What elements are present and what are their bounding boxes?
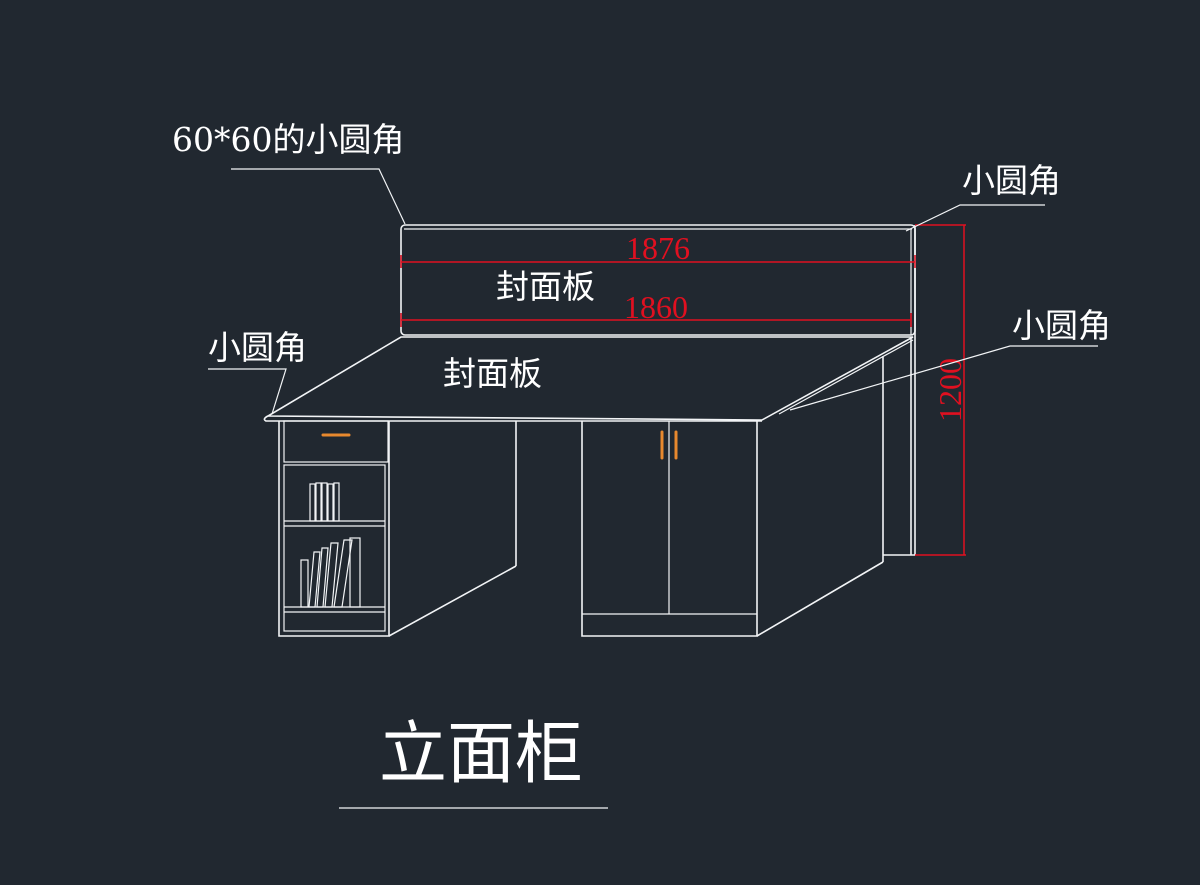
right-cabinet-side-bottom xyxy=(756,561,884,637)
left-cabinet-body xyxy=(278,421,390,637)
dim-1876-label: 1876 xyxy=(626,230,690,266)
dim-1860-label: 1860 xyxy=(624,289,688,325)
callout-leaders xyxy=(208,168,1098,415)
desk-top-surface xyxy=(265,336,914,421)
callout-desk-right-label: 小圆角 xyxy=(1012,306,1111,345)
left-cabinet xyxy=(278,420,517,637)
back-panel xyxy=(400,224,916,556)
right-cabinet-body xyxy=(581,421,758,637)
callout-desk-left-label: 小圆角 xyxy=(208,328,307,367)
drawing-title: 立面柜 xyxy=(379,715,583,794)
right-cabinet xyxy=(581,356,884,637)
desk-top-right-bevel xyxy=(778,339,914,415)
desk-top-label: 封面板 xyxy=(443,354,542,393)
bookshelf-frame xyxy=(283,464,386,632)
leader-top-left xyxy=(231,168,406,225)
leader-desk-right xyxy=(789,345,1098,411)
leader-top-right xyxy=(905,204,1045,232)
books-lower xyxy=(300,537,361,608)
drawer xyxy=(283,420,389,463)
books-upper xyxy=(309,482,340,522)
desk-top xyxy=(263,336,914,422)
left-cabinet-side-bottom xyxy=(388,565,517,637)
callout-top-left-label: 60*60的小圆角 xyxy=(172,120,404,159)
callout-top-right-label: 小圆角 xyxy=(962,161,1061,200)
back-panel-label: 封面板 xyxy=(496,267,595,306)
dimensions: 1876 1860 1200 xyxy=(400,224,968,556)
leader-desk-left xyxy=(208,368,287,415)
desk-top-front-edge xyxy=(263,415,762,422)
dim-1200-label: 1200 xyxy=(932,358,968,422)
